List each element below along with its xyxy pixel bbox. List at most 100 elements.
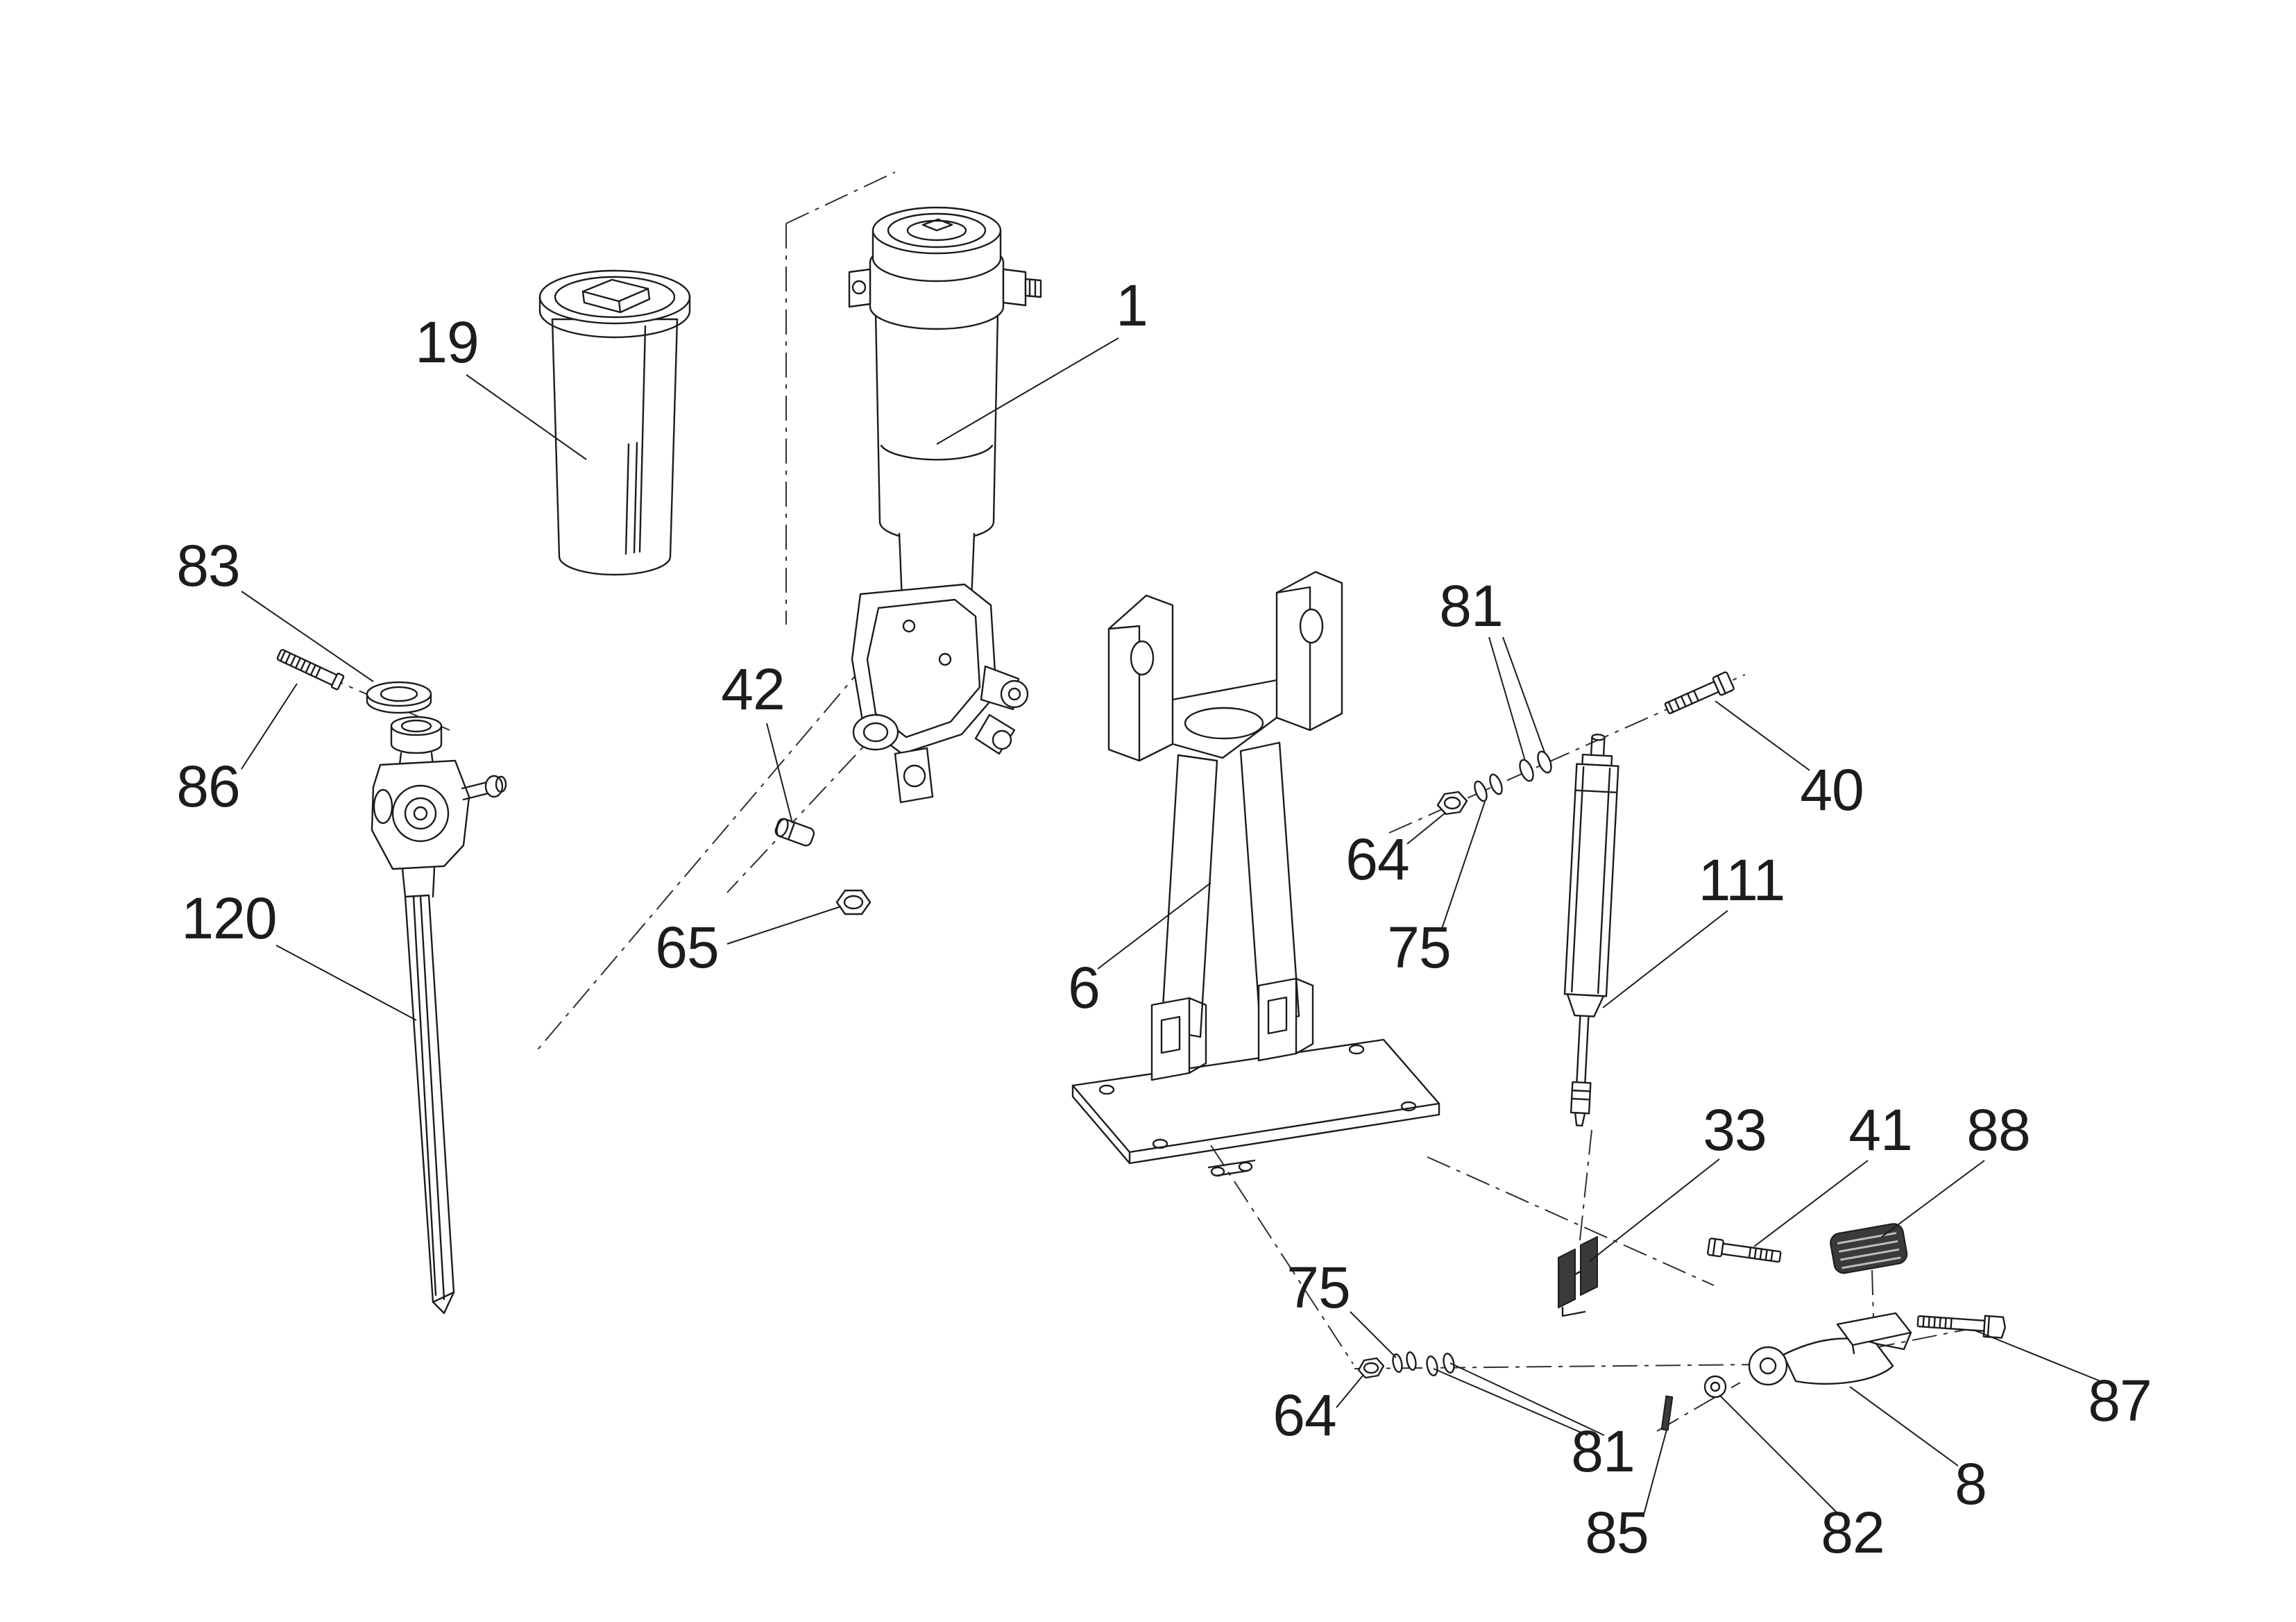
part-label-82: 82 bbox=[1821, 1500, 1884, 1565]
drawing-primitive bbox=[638, 325, 647, 553]
drawing-primitive bbox=[1717, 675, 1726, 695]
part-19-sleeve-drawing bbox=[538, 269, 691, 576]
leader-line-1 bbox=[936, 337, 1119, 445]
drawing-primitive bbox=[1561, 1306, 1586, 1317]
drawing-primitive bbox=[1028, 279, 1037, 298]
leader-line-111 bbox=[1602, 910, 1728, 1008]
part-label-8: 8 bbox=[1955, 1451, 1987, 1517]
leader-line-33 bbox=[1588, 1158, 1720, 1262]
drawing-primitive bbox=[1748, 1346, 1788, 1386]
part-label-40: 40 bbox=[1800, 757, 1863, 822]
drawing-primitive bbox=[1107, 594, 1174, 762]
leader-line-87 bbox=[1973, 1329, 2104, 1383]
drawing-primitive bbox=[1571, 766, 1611, 994]
part-label-83: 83 bbox=[176, 533, 239, 598]
drawing-primitive bbox=[412, 895, 437, 1296]
leader-line-8 bbox=[1849, 1386, 1959, 1467]
part-82-washer-drawing bbox=[1703, 1375, 1727, 1399]
drawing-primitive bbox=[902, 619, 916, 633]
part-label-88: 88 bbox=[1966, 1097, 2030, 1163]
part-label-75: 75 bbox=[1387, 915, 1450, 980]
leader-line-6 bbox=[1097, 882, 1211, 970]
leader-line-81 bbox=[1433, 1368, 1588, 1436]
drawing-primitive bbox=[1002, 268, 1027, 307]
drawing-primitive bbox=[1579, 1129, 1592, 1247]
drawing-primitive bbox=[400, 719, 432, 733]
drawing-primitive bbox=[1712, 1237, 1717, 1257]
drawing-primitive bbox=[1107, 625, 1141, 762]
drawing-primitive bbox=[1436, 791, 1468, 816]
leader-line-82 bbox=[1719, 1394, 1841, 1517]
part-81-washers-upper-drawing bbox=[1519, 750, 1552, 782]
part-label-64: 64 bbox=[1273, 1383, 1336, 1448]
part-label-111: 111 bbox=[1699, 847, 1785, 913]
drawing-primitive bbox=[785, 171, 896, 224]
drawing-primitive bbox=[1759, 1357, 1777, 1375]
drawing-primitive bbox=[484, 775, 504, 798]
drawing-primitive bbox=[1837, 1232, 1901, 1269]
drawing-primitive bbox=[1570, 1081, 1592, 1115]
drawing-primitive bbox=[1443, 796, 1461, 810]
drawing-primitive bbox=[1071, 1084, 1131, 1165]
drawing-primitive bbox=[1357, 1357, 1385, 1379]
drawing-primitive bbox=[624, 441, 638, 555]
part-64-nut-lower-drawing bbox=[1357, 1357, 1385, 1379]
leader-line-19 bbox=[466, 374, 587, 460]
drawing-primitive bbox=[1489, 773, 1503, 795]
drawing-primitive bbox=[848, 268, 871, 308]
drawing-primitive bbox=[538, 310, 691, 339]
drawing-primitive bbox=[887, 212, 987, 248]
drawing-primitive bbox=[1007, 687, 1021, 701]
drawing-primitive bbox=[776, 818, 789, 838]
part-label-87: 87 bbox=[2088, 1368, 2151, 1433]
drawing-primitive bbox=[1558, 1249, 1576, 1308]
drawing-primitive bbox=[380, 686, 418, 702]
leader-line-65 bbox=[726, 906, 842, 945]
drawing-primitive bbox=[413, 806, 428, 821]
drawing-primitive bbox=[1239, 741, 1300, 1026]
leader-line-64 bbox=[1336, 1375, 1363, 1408]
drawing-primitive bbox=[1024, 278, 1042, 298]
part-87-bolt-drawing bbox=[1916, 1315, 2007, 1339]
drawing-primitive bbox=[903, 764, 926, 788]
leader-line-81 bbox=[1502, 636, 1545, 753]
drawing-primitive bbox=[1748, 1247, 1774, 1262]
drawing-primitive bbox=[534, 627, 896, 1054]
part-label-86: 86 bbox=[176, 754, 239, 819]
drawing-primitive bbox=[1188, 997, 1207, 1074]
drawing-primitive bbox=[1474, 780, 1488, 802]
drawing-primitive bbox=[551, 318, 679, 576]
drawing-primitive bbox=[1563, 763, 1619, 997]
drawing-primitive bbox=[581, 287, 651, 314]
drawing-primitive bbox=[1295, 977, 1314, 1055]
drawing-primitive bbox=[921, 218, 953, 232]
drawing-primitive bbox=[1400, 1101, 1417, 1112]
part-86-pin-drawing bbox=[276, 649, 345, 691]
drawing-primitive bbox=[1152, 1138, 1168, 1149]
leader-line-120 bbox=[275, 945, 417, 1021]
drawing-primitive bbox=[1576, 1015, 1590, 1084]
drawing-primitive bbox=[1590, 736, 1606, 757]
part-33-clip-drawing bbox=[1558, 1236, 1598, 1317]
drawing-primitive bbox=[1922, 1315, 1953, 1330]
part-label-1: 1 bbox=[1116, 273, 1148, 338]
drawing-primitive bbox=[1580, 1236, 1598, 1296]
part-64-nut-upper-drawing bbox=[1436, 791, 1468, 816]
drawing-primitive bbox=[851, 280, 867, 295]
drawing-primitive bbox=[554, 276, 676, 319]
drawing-primitive bbox=[1210, 1144, 1354, 1365]
drawing-primitive bbox=[1426, 1355, 1438, 1376]
drawing-primitive bbox=[1871, 1269, 1874, 1318]
leader-line-83 bbox=[241, 591, 374, 682]
leader-line-64 bbox=[1406, 813, 1445, 845]
leader-line-75 bbox=[1441, 801, 1486, 929]
drawing-primitive bbox=[1574, 789, 1618, 793]
part-120-shaft-drawing bbox=[404, 894, 455, 1315]
part-83-washer-drawing bbox=[366, 681, 432, 714]
part-81-washers-lower-drawing bbox=[1426, 1353, 1455, 1376]
drawing-primitive bbox=[366, 681, 432, 707]
drawing-primitive bbox=[1667, 689, 1699, 713]
drawing-primitive bbox=[1184, 707, 1264, 740]
